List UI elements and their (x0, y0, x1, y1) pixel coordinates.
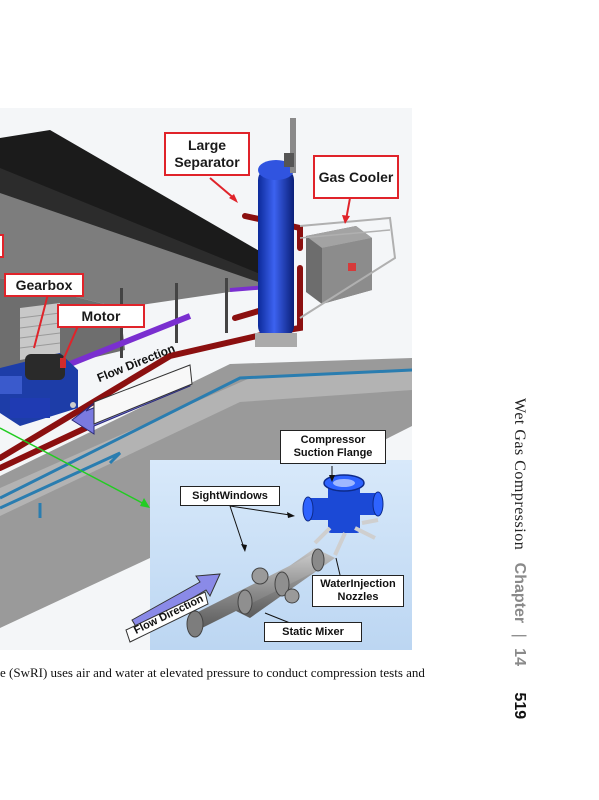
enclosure-wall-top (0, 168, 275, 294)
callout-motor-label: Motor (81, 307, 121, 324)
callout-large-separator: Large Separator (164, 132, 250, 176)
callout-water-injection-nozzles-label: WaterInjection Nozzles (320, 578, 396, 603)
column (225, 278, 228, 333)
running-head-separator: | (511, 633, 528, 638)
inset-flow-arrow (125, 573, 221, 643)
green-pointer-arrow (0, 427, 150, 508)
callout-water-injection-nozzles: WaterInjection Nozzles (312, 575, 404, 607)
callout-gas-cooler: Gas Cooler (313, 155, 399, 199)
running-head: Wet Gas Compression Chapter | 14 519 (500, 398, 540, 719)
stairs (19, 303, 61, 360)
static-mixer-pipe (186, 548, 335, 638)
gas-cooler-unit (299, 216, 397, 319)
figure-caption: e (SwRI) uses air and water at elevated … (0, 665, 425, 680)
running-head-title: Wet Gas Compression (511, 398, 528, 551)
teal-piping (0, 368, 412, 518)
callout-motor: Motor (57, 304, 145, 328)
leader-line (229, 505, 245, 549)
suction-flange-fitting (302, 474, 384, 556)
callout-compressor-suction-flange: Compressor Suction Flange (280, 430, 386, 464)
callout-large-separator-label: Large Separator (174, 137, 240, 170)
running-head-chapter-word: Chapter (511, 562, 528, 624)
large-separator-vessel (255, 118, 297, 347)
callout-gearbox-label: Gearbox (15, 276, 73, 293)
leader-line (264, 612, 291, 624)
running-head-text: Wet Gas Compression Chapter | 14 519 (510, 398, 528, 719)
running-head-chapter-number: 14 (511, 648, 528, 666)
callout-static-mixer-label: Static Mixer (282, 625, 344, 638)
main-flow-arrow (71, 364, 193, 435)
leader-line (229, 505, 291, 516)
leader-line (335, 557, 341, 576)
callout-gearbox: Gearbox (4, 273, 84, 297)
enclosure-back-wall (0, 130, 275, 283)
test-facility-figure: Large Separator Gas Cooler Gearbox Motor… (0, 108, 412, 650)
callout-sight-windows-label: SightWindows (192, 489, 268, 502)
purple-piping (58, 313, 192, 371)
page-number: 519 (511, 692, 528, 720)
deck-surface (0, 370, 412, 516)
callout-gas-cooler-label: Gas Cooler (318, 168, 394, 185)
callout-cut-off (0, 234, 4, 258)
callout-static-mixer: Static Mixer (264, 622, 362, 642)
callout-sight-windows: SightWindows (180, 486, 280, 506)
motor-skid (0, 353, 78, 426)
callout-compressor-suction-flange-label: Compressor Suction Flange (293, 434, 373, 459)
column (175, 283, 178, 343)
